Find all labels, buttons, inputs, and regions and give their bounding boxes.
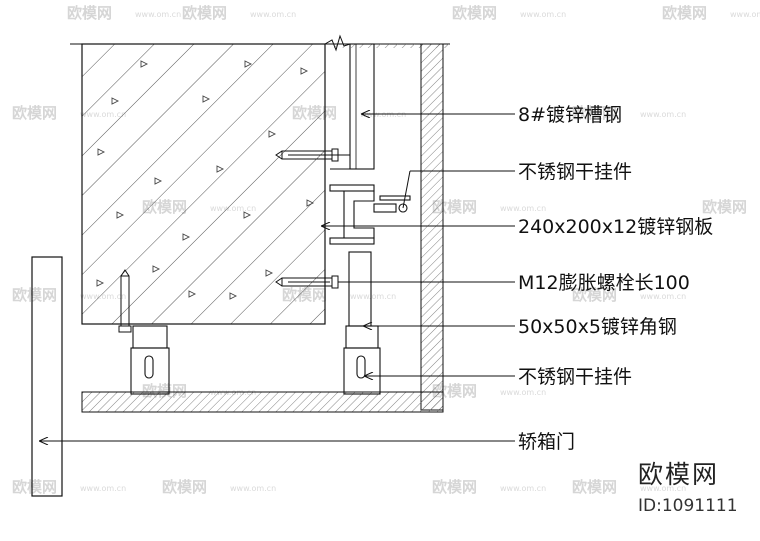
label-stainless-hanger-lower: 不锈钢干挂件 [518, 366, 632, 388]
watermark-tile-text: 欧模网 [162, 478, 207, 496]
watermark-tile-url: www.om.cn [500, 484, 546, 493]
label-channel-steel: 8#镀锌槽钢 [518, 104, 622, 126]
label-cab-door: 轿箱门 [518, 431, 575, 453]
watermark-tile-text: 欧模网 [432, 478, 477, 496]
watermark-tile-text: 欧模网 [572, 478, 617, 496]
watermark-tile-url: www.om.cn [520, 10, 566, 19]
watermark-tile-text: 欧模网 [662, 4, 707, 22]
watermark-tile-url: www.om.cn [230, 484, 276, 493]
watermark-tile-text: 欧模网 [572, 104, 617, 122]
brand-id: ID:1091111 [638, 496, 738, 516]
watermark-tile-text: 欧模网 [452, 4, 497, 22]
label-steel-plate: 240x200x12镀锌钢板 [518, 216, 713, 238]
callout-labels: 8#镀锌槽钢 不锈钢干挂件 240x200x12镀锌钢板 M12膨胀螺栓长100… [518, 104, 713, 453]
watermark-tile-url: www.om.cn [80, 484, 126, 493]
watermark-tile-text: 欧模网 [12, 104, 57, 122]
watermark-tile-url: www.om.cn [500, 204, 546, 213]
steel-plate [329, 184, 411, 327]
watermark-tile-text: 欧模网 [702, 198, 747, 216]
watermark-tile-url: www.om.cn [135, 10, 181, 19]
brand-name: 欧模网 [638, 460, 719, 489]
watermark-tile-url: www.om.cn [350, 292, 396, 301]
label-angle-steel: 50x50x5镀锌角钢 [518, 316, 677, 338]
label-stainless-hanger-upper: 不锈钢干挂件 [518, 161, 632, 183]
anchor-bolts [118, 148, 339, 333]
watermark-tile-text: 欧模网 [572, 286, 617, 304]
cladding-wall [81, 43, 444, 413]
watermark-tile-url: www.om.cn [250, 10, 296, 19]
leader-lines [40, 114, 515, 441]
stone-hangers [130, 325, 381, 395]
channel-steel [330, 43, 375, 170]
watermark-tile-text: 欧模网 [12, 286, 57, 304]
label-expansion-bolt: M12膨胀螺栓长100 [518, 272, 690, 294]
watermark-tile-text: 欧模网 [182, 4, 227, 22]
watermark-tile-url: www.om.cn [640, 484, 686, 493]
watermark-tile-text: 欧模网 [12, 478, 57, 496]
brand-watermark: 欧模网 ID:1091111 [638, 460, 738, 516]
watermark-tile-url: www.om.cn [730, 10, 760, 19]
watermark-tile-url: www.om.cn [640, 110, 686, 119]
watermark-tile-url: www.om.cn [640, 292, 686, 301]
watermark-tile-url: www.om.cn [500, 388, 546, 397]
cab-door [31, 256, 63, 497]
watermark-tile-text: 欧模网 [67, 4, 112, 22]
concrete-wall [81, 34, 351, 325]
